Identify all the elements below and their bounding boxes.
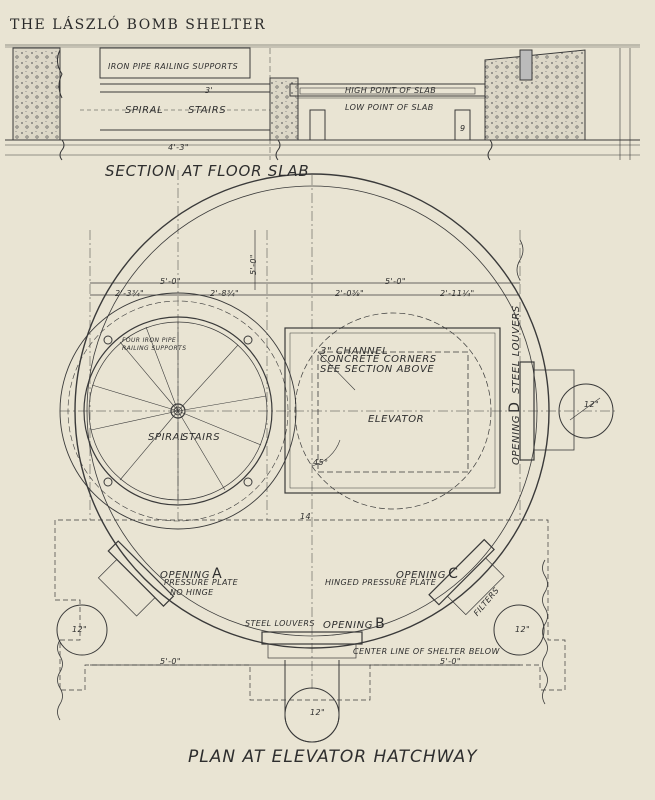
section-dim-3: 3' (205, 86, 214, 95)
section-dim-9: 9 (460, 124, 466, 133)
center-line-label: CENTER LINE OF SHELTER BELOW (353, 647, 500, 656)
plan-view (54, 170, 615, 743)
railing-support-points (103, 335, 253, 487)
dim-5-0-right: 5'-0" (385, 277, 406, 286)
channel-label: 3" CHANNEL (320, 346, 389, 357)
dim-2-3: 2'-3¾" (115, 289, 145, 298)
low-point-label: LOW POINT OF SLAB (345, 103, 434, 112)
elevator-label: ELEVATOR (368, 414, 425, 425)
no-hinge-label: NO HINGE (170, 588, 214, 597)
pressure-plate-label: PRESSURE PLATE (164, 578, 239, 587)
section-concrete-right (484, 49, 586, 141)
section-concrete-mid (269, 77, 299, 141)
plan-spiral-label: SPIRAL (148, 432, 187, 443)
dim-14: 14 (300, 512, 311, 521)
elevator-slab-opening (284, 327, 501, 494)
section-dim-43: 4'-3" (168, 143, 189, 152)
elevator-car (317, 351, 469, 473)
opening-c-vent (493, 604, 545, 656)
angle-label: 45° (313, 458, 329, 467)
dim-12-top-right: 12" (584, 400, 600, 409)
dim-12-left: 12" (72, 625, 88, 634)
dim-5-0-bottom-right: 5'-0" (440, 657, 461, 666)
dim-2-8: 2'-8¾" (210, 289, 240, 298)
section-title: SECTION AT FLOOR SLAB (105, 162, 310, 180)
section-concrete-left (12, 47, 61, 141)
section-stairs-label: STAIRS (188, 105, 227, 116)
dim-5-0-left: 5'-0" (160, 277, 181, 286)
dim-12-right: 12" (515, 625, 531, 634)
dim-5-0-bottom-left: 5'-0" (160, 657, 181, 666)
opening-a (97, 540, 175, 617)
steel-louvers-label: STEEL LOUVERS (245, 619, 315, 628)
concrete-corners-label: CONCRETE CORNERS SEE SECTION ABOVE (320, 354, 437, 375)
dim-2-0: 2'-0⅜" (335, 289, 365, 298)
hinged-plate-label: HINGED PRESSURE PLATE (325, 578, 437, 587)
section-spiral-label: SPIRAL (125, 105, 164, 116)
dim-2-11: 2'-11¼" (440, 289, 475, 298)
section-railing-label: IRON PIPE RAILING SUPPORTS (108, 62, 239, 71)
plan-stairs-label: STAIRS (182, 432, 221, 443)
section-view (5, 44, 640, 161)
sheet-title: THE LÁSZLÓ BOMB SHELTER (10, 17, 267, 33)
opening-d (519, 361, 614, 461)
opening-b (261, 631, 363, 743)
plan-railing-label: FOUR IRON PIPE RAILING SUPPORTS (122, 337, 187, 352)
opening-a-vent (56, 604, 108, 656)
dim-12-bottom: 12" (310, 708, 326, 717)
opening-d-label: OPENINGD STEEL LOUVERS (507, 305, 523, 465)
high-point-label: HIGH POINT OF SLAB (345, 86, 437, 95)
opening-c (428, 538, 505, 616)
plan-title: PLAN AT ELEVATOR HATCHWAY (188, 747, 478, 767)
dim-5-0-vertical: 5'-0" (249, 254, 258, 275)
